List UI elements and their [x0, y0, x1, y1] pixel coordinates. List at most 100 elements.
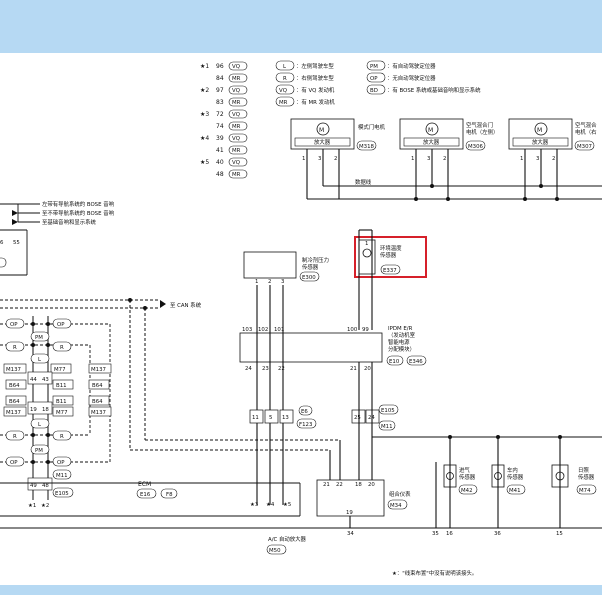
legend-code: VQ: [232, 112, 240, 118]
svg-text:M: M: [537, 127, 542, 134]
motor-air-mix-right: M 放大器 空气混合电机（右 M307: [508, 118, 597, 151]
svg-text:R: R: [13, 434, 17, 440]
svg-text:11: 11: [252, 415, 259, 421]
svg-text:M137: M137: [6, 367, 21, 373]
svg-text:M77: M77: [54, 367, 66, 373]
svg-text:24: 24: [245, 366, 252, 372]
legend-num: 48: [216, 171, 224, 178]
legend-star: ★1: [200, 63, 209, 70]
sensor-connector: M41: [509, 488, 521, 494]
motor-connector: M307: [577, 144, 592, 150]
can-bus-wiring: [0, 299, 340, 451]
svg-text:102: 102: [258, 327, 268, 333]
svg-text:PM: PM: [35, 335, 43, 341]
legend-row: 41 MR: [216, 145, 248, 155]
legend-num: 97: [216, 87, 224, 94]
svg-text:34: 34: [347, 531, 354, 537]
motor-connector: M306: [468, 144, 484, 150]
data-line-label: 数据线: [355, 178, 372, 186]
svg-text:16: 16: [446, 531, 453, 537]
combination-meter: 21 22 18 20 19 组合仪表 M34: [316, 479, 411, 517]
sensor-name: 进气传感器: [459, 466, 476, 481]
svg-text:M137: M137: [91, 367, 106, 373]
legend-code-list: ★1 96 VQ 84 MR ★2 97 VQ 83 MR ★3 72 VQ: [200, 61, 248, 179]
svg-text:15: 15: [556, 531, 563, 537]
harness-nodes: [31, 298, 147, 464]
svg-text:43: 43: [42, 377, 49, 383]
svg-text:19: 19: [346, 510, 353, 516]
legend-row: ★2 97 VQ: [200, 85, 248, 95]
svg-text:23: 23: [262, 366, 269, 372]
legend-num: 74: [216, 123, 224, 130]
motor-name: 模式门电机: [358, 123, 386, 131]
thermistor-icon: [362, 248, 372, 258]
combo-meter-connector: M34: [390, 503, 402, 509]
motor-air-mix-left: M 放大器 空气混合门电机（左侧） M306: [399, 118, 498, 151]
svg-text:101: 101: [274, 327, 284, 333]
svg-text:OP: OP: [10, 460, 18, 466]
legend-def-text: ：有 BOSE 系统或基础音响和显示系统: [387, 86, 481, 94]
legend-num: 83: [216, 99, 224, 106]
legend-num: 39: [216, 135, 224, 142]
legend-row: ★5 40 VQ: [200, 157, 248, 167]
legend-num: 84: [216, 75, 224, 82]
svg-text:36: 36: [494, 531, 501, 537]
legend-code: MR: [232, 124, 241, 130]
legend-definitions: L ：左侧驾驶车型 R ：右侧驾驶车型 VQ ：有 VQ 发动机 MR ：有 M…: [275, 60, 481, 107]
junction-left: 11 5 13 E6 F123: [249, 405, 317, 429]
motor-pins: 1 3 2 1 3 2 1 3 2: [302, 156, 555, 162]
svg-text:M137: M137: [91, 410, 106, 416]
legend-def-text: ：有 MR 发动机: [296, 98, 335, 106]
footnote: ★："线束布置"中没有说明该接头。: [392, 569, 477, 577]
svg-text:21: 21: [350, 366, 357, 372]
svg-text:B11: B11: [56, 399, 67, 405]
svg-text:L: L: [38, 422, 41, 428]
ambient-sensor-name: 环境温度传感器: [380, 244, 402, 259]
motor-amp-label: 放大器: [314, 138, 331, 146]
legend-code: VQ: [232, 136, 240, 142]
svg-text:103: 103: [242, 327, 252, 333]
note-line: 左带有导航系统的 BOSE 音响: [42, 200, 115, 208]
motor-icon: [534, 122, 548, 136]
motor-name: 空气混合电机（右: [575, 121, 597, 136]
legend-def-text: ：无自动驾驶定位器: [387, 74, 436, 82]
can-arrow-icon: [160, 300, 166, 308]
ecm-star: ★5: [283, 502, 291, 508]
legend-star: ★2: [200, 87, 209, 94]
svg-text:6: 6: [0, 240, 4, 246]
right-wiring: [358, 362, 602, 528]
left-note-wires: [0, 203, 40, 276]
svg-text:M77: M77: [56, 410, 68, 416]
svg-text:19: 19: [30, 407, 37, 413]
sensor-connector: M42: [461, 488, 473, 494]
bottom-star: ★1: [28, 503, 36, 509]
svg-text:3: 3: [318, 156, 321, 162]
ac-amp-name: A/C 自动放大器: [268, 535, 307, 543]
svg-text:13: 13: [282, 415, 289, 421]
svg-text:B64: B64: [92, 383, 103, 389]
legend-def-code: PM: [370, 64, 378, 70]
svg-text:M: M: [428, 127, 433, 134]
svg-text:48: 48: [42, 483, 49, 489]
sensor-connector: M74: [579, 488, 591, 494]
svg-text:18: 18: [355, 482, 362, 488]
svg-text:22: 22: [278, 366, 285, 372]
legend-def-code: R: [283, 76, 287, 82]
motor-amp-label: 放大器: [532, 138, 549, 146]
svg-text:OP: OP: [57, 322, 65, 328]
ecm-block: ECM E16 F8: [0, 481, 301, 517]
svg-text:1: 1: [365, 241, 368, 247]
legend-num: 41: [216, 147, 224, 154]
highlight-box: [354, 236, 427, 278]
legend-def-code: VQ: [279, 88, 287, 94]
ambient-temp-sensor: 1 环境温度传感器 E337: [354, 236, 427, 278]
sensor-intake: 进气传感器 M42: [443, 464, 478, 495]
svg-text:100: 100: [347, 327, 358, 333]
legend-num: 96: [216, 63, 224, 70]
legend-code: VQ: [232, 64, 240, 70]
legend-def-code: OP: [370, 76, 378, 82]
ipdm-connector: E346: [409, 359, 423, 365]
legend-def-text: ：右侧驾驶车型: [296, 74, 334, 82]
svg-text:R: R: [60, 345, 64, 351]
svg-text:3: 3: [536, 156, 539, 162]
